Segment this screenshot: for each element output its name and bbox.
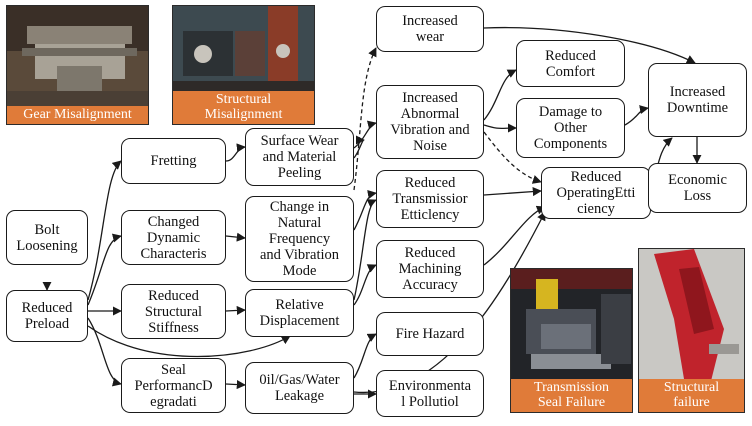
node-bolt-loosening: Bolt Loosening (6, 210, 88, 265)
node-damage-components: Damage to Other Components (516, 98, 625, 158)
node-reduced-structural-stiffness: Reduced Structural Stiffness (121, 284, 226, 339)
edge-seal-leakage (225, 380, 246, 390)
node-economic-loss: Economic Loss (648, 163, 747, 213)
node-reduced-transmission-efficiency: Reduced Transmissior Etticlency (376, 170, 484, 228)
edge-wear-downtime (483, 26, 696, 64)
edge-frequency-transmission (353, 190, 377, 231)
node-leakage: 0il/Gas/Water Leakage (245, 362, 354, 414)
node-increased-wear: Increased wear (376, 6, 484, 52)
edge-preload-seal (87, 317, 122, 387)
edge-fretting-sidebar (353, 135, 365, 159)
node-natural-frequency: Change in Natural Frequency and Vibratio… (245, 196, 354, 282)
transmission-seal-caption: Transmission Seal Failure (511, 379, 632, 412)
edge-preload-displacement (87, 325, 291, 358)
edge-preload-dynamic (87, 233, 122, 306)
node-surface-wear: Surface Wear and Material Peeling (245, 128, 354, 186)
edge-displacement-machining (353, 264, 377, 306)
edge-dynamic-frequency (225, 232, 246, 242)
node-reduced-operating-efficiency: Reduced OperatingEtti ciency (541, 167, 651, 219)
edge-surface-vibration (353, 120, 377, 149)
edge-dashed-frequency-wear (353, 47, 377, 191)
node-increased-downtime: Increased Downtime (648, 63, 747, 137)
structural-failure-caption: Structural failure (639, 379, 744, 412)
edge-dashed-vibration-operating (483, 131, 542, 184)
node-fire-hazard: Fire Hazard (376, 312, 484, 356)
edge-leakage-fire (353, 333, 377, 379)
node-reduced-preload: Reduced Preload (6, 290, 88, 342)
gear-misalignment-photo: Gear Misalignment (6, 5, 149, 125)
edge-fretting-surface (225, 143, 246, 162)
edge-transmission-operating (483, 187, 542, 197)
transmission-seal-photo: Transmission Seal Failure (510, 268, 633, 413)
node-abnormal-vibration: Increased Abnormal Vibration and Noise (376, 85, 484, 159)
node-reduced-machining-accuracy: Reduced Machining Accuracy (376, 240, 484, 298)
node-fretting: Fretting (121, 138, 226, 184)
node-reduced-comfort: Reduced Comfort (516, 40, 625, 87)
node-relative-displacement: Relative Displacement (245, 289, 354, 337)
edge-machining-operating (483, 205, 546, 266)
edge-damage-downtime (624, 105, 649, 126)
edge-preload-fretting (87, 160, 122, 301)
node-environmental-pollution: Environmenta l Pollutiol (376, 370, 484, 417)
structural-failure-photo: Structural failure (638, 248, 745, 413)
node-seal-performance: Seal PerformancD egradati (121, 358, 226, 413)
edge-stiffness-displacement (225, 305, 246, 315)
structural-misalignment-caption: Structural Misalignment (173, 91, 314, 124)
edge-vibration-damage (483, 123, 517, 133)
node-changed-dynamic: Changed Dynamic Characteris (121, 210, 226, 265)
gear-misalignment-caption: Gear Misalignment (7, 106, 148, 124)
edge-displacement-transmission (353, 199, 377, 301)
edge-vibration-comfort (483, 69, 517, 121)
structural-misalignment-photo: Structural Misalignment (172, 5, 315, 125)
